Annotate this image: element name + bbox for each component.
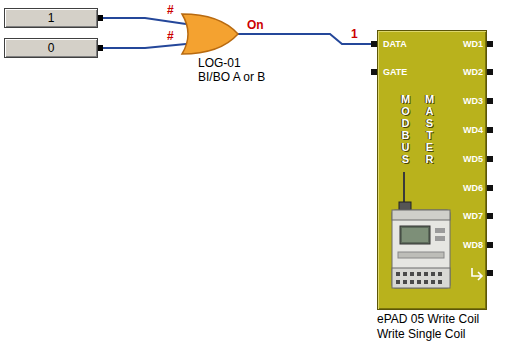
pin-name: WD8 [463, 239, 483, 251]
wire-tag: # [166, 4, 175, 17]
terminal [98, 15, 103, 21]
or-gate-symbol [180, 12, 240, 56]
block-description: Write Single Coil [377, 327, 487, 342]
vertical-caption: MODBUS [400, 93, 411, 166]
terminal [98, 45, 103, 51]
value-text: 0 [48, 41, 55, 55]
block-id: ePAD 05 Write Coil [377, 312, 487, 327]
pin-name: WD3 [463, 95, 483, 107]
return-arrow [472, 268, 482, 280]
block-description: BI/BO A or B [180, 70, 265, 84]
value-field: 0 [4, 38, 98, 58]
pin-name: WD5 [463, 153, 483, 165]
pin-name: WD4 [463, 124, 483, 136]
pin-name: GATE [383, 66, 407, 78]
value-field: 1 [4, 8, 98, 28]
wire-value: 1 [350, 28, 359, 41]
wire-tag: On [246, 19, 265, 32]
value-box: 1 [4, 8, 98, 28]
value-text: 1 [48, 11, 55, 25]
pin-name: WD2 [463, 66, 483, 78]
vertical-caption: MASTER [424, 93, 435, 166]
pin-name: WD6 [463, 182, 483, 194]
device-illustration [392, 172, 450, 288]
signal-wire [98, 18, 186, 24]
value-box: 0 [4, 38, 98, 58]
pin-name: WD7 [463, 210, 483, 222]
pin-name: WD1 [463, 38, 483, 50]
wire-tag: # [166, 30, 175, 43]
signal-wire [98, 44, 186, 48]
block-id: LOG-01 [180, 56, 265, 70]
pin-name: DATA [383, 38, 407, 50]
pin-terminals [371, 41, 493, 276]
gate-outline [180, 12, 240, 56]
